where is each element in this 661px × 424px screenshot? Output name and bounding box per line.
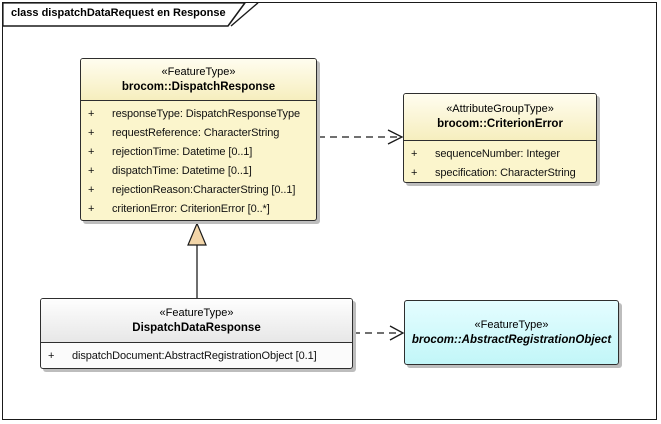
attribute-text: rejectionTime: Datetime [0..1] — [112, 145, 253, 158]
stereotype-label: «FeatureType» — [159, 306, 234, 319]
class-name: brocom::DispatchResponse — [121, 80, 276, 93]
stereotype-label: «FeatureType» — [161, 65, 236, 78]
visibility-symbol: + — [88, 183, 95, 196]
connector-dependency-dispatchdataresponse-abstractregistrationobject[interactable] — [353, 325, 405, 341]
attribute-compartment: + responseType: DispatchResponseType + r… — [81, 101, 316, 220]
attribute-row[interactable]: + dispatchTime: Datetime [0..1] — [81, 161, 316, 180]
connector-generalization-dispatchdataresponse-dispatchresponse[interactable] — [187, 221, 207, 299]
class-box-dispatch-data-response[interactable]: «FeatureType» DispatchDataResponse + dis… — [40, 298, 353, 369]
visibility-symbol: + — [88, 164, 95, 177]
attribute-row[interactable]: + dispatchDocument:AbstractRegistrationO… — [41, 346, 352, 365]
visibility-symbol: + — [88, 126, 95, 139]
class-name: DispatchDataResponse — [132, 321, 261, 334]
class-header: «FeatureType» brocom::AbstractRegistrati… — [405, 301, 618, 364]
attribute-text: requestReference: CharacterString — [112, 126, 280, 139]
class-name: brocom::CriterionError — [437, 118, 563, 130]
attribute-row[interactable]: + criterionError: CriterionError [0..*] — [81, 199, 316, 218]
attribute-text: sequenceNumber: Integer — [435, 147, 560, 160]
attribute-text: dispatchDocument:AbstractRegistrationObj… — [72, 349, 317, 362]
diagram-frame — [2, 2, 657, 420]
class-box-abstract-registration-object[interactable]: «FeatureType» brocom::AbstractRegistrati… — [404, 300, 619, 365]
visibility-symbol: + — [88, 107, 95, 120]
stereotype-label: «AttributeGroupType» — [446, 103, 554, 115]
class-name: brocom::AbstractRegistrationObject — [411, 333, 612, 346]
attribute-text: criterionError: CriterionError [0..*] — [112, 202, 270, 215]
class-header: «FeatureType» DispatchDataResponse — [41, 299, 352, 343]
attribute-row[interactable]: + rejectionReason:CharacterString [0..1] — [81, 180, 316, 199]
attribute-row[interactable]: + requestReference: CharacterString — [81, 123, 316, 142]
diagram-title: class dispatchDataRequest en Response — [11, 7, 226, 19]
attribute-compartment: + sequenceNumber: Integer + specificatio… — [404, 141, 596, 182]
attribute-text: responseType: DispatchResponseType — [112, 107, 300, 120]
visibility-symbol: + — [411, 147, 418, 160]
attribute-row[interactable]: + rejectionTime: Datetime [0..1] — [81, 142, 316, 161]
attribute-text: dispatchTime: Datetime [0..1] — [112, 164, 252, 177]
stereotype-label: «FeatureType» — [474, 318, 549, 331]
attribute-text: specification: CharacterString — [435, 166, 576, 179]
attribute-compartment: + dispatchDocument:AbstractRegistrationO… — [41, 343, 352, 368]
visibility-symbol: + — [88, 202, 95, 215]
diagram-title-tab — [1, 1, 259, 27]
connector-dependency-dispatchresponse-criterionerror[interactable] — [318, 129, 404, 145]
visibility-symbol: + — [88, 145, 95, 158]
visibility-symbol: + — [48, 349, 55, 362]
attribute-row[interactable]: + specification: CharacterString — [404, 163, 596, 182]
attribute-text: rejectionReason:CharacterString [0..1] — [112, 183, 296, 196]
class-header: «AttributeGroupType» brocom::CriterionEr… — [404, 94, 596, 141]
class-box-dispatch-response[interactable]: «FeatureType» brocom::DispatchResponse +… — [80, 58, 317, 221]
attribute-row[interactable]: + sequenceNumber: Integer — [404, 144, 596, 163]
class-header: «FeatureType» brocom::DispatchResponse — [81, 59, 316, 101]
class-box-criterion-error[interactable]: «AttributeGroupType» brocom::CriterionEr… — [403, 93, 597, 183]
visibility-symbol: + — [411, 166, 418, 179]
attribute-row[interactable]: + responseType: DispatchResponseType — [81, 104, 316, 123]
